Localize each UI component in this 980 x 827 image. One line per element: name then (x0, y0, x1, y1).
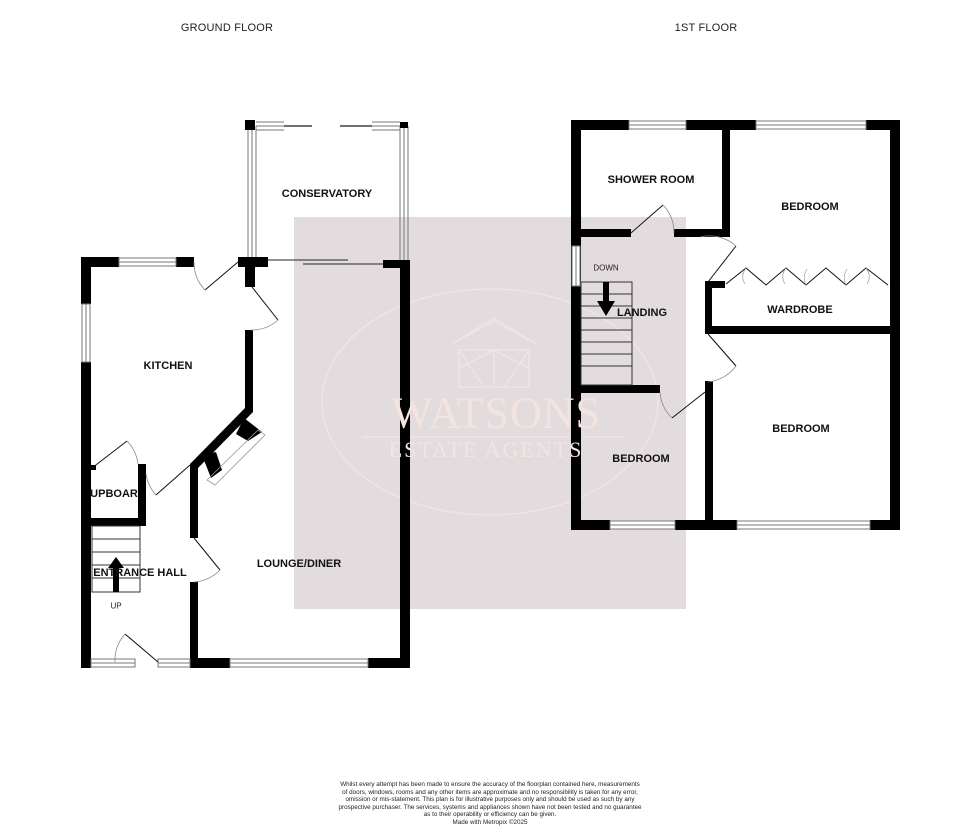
watermark-subtitle: ESTATE AGENTS (388, 437, 584, 462)
stairs-up-label: UP (110, 601, 122, 611)
room-label-kitchen: KITCHEN (143, 360, 193, 372)
ground-floor-plan (81, 120, 410, 668)
room-label-bedroom-3: BEDROOM (612, 453, 670, 465)
room-label-lounge-diner: LOUNGE/DINER (256, 558, 342, 570)
metropix-credit: Made with Metropix ©2025 (452, 818, 528, 826)
watermark-brand: WATSONS (391, 388, 601, 438)
stairs-up-arrow-icon (108, 557, 124, 592)
room-label-bedroom-2: BEDROOM (772, 423, 830, 435)
first-floor-stairs (580, 281, 633, 386)
room-label-landing: LANDING (616, 307, 668, 319)
room-label-entrance-hall: ENTRANCE HALL (93, 567, 187, 579)
stairs-down-label: DOWN (593, 263, 619, 273)
disclaimer-line: of doors, windows, rooms and any other i… (342, 788, 638, 796)
ground-floor-title: GROUND FLOOR (180, 22, 274, 34)
disclaimer: Whilst every attempt has been made to en… (290, 781, 690, 827)
disclaimer-line: Whilst every attempt has been made to en… (340, 781, 640, 788)
room-label-shower-room: SHOWER ROOM (607, 174, 695, 186)
room-label-wardrobe: WARDROBE (767, 304, 833, 316)
room-label-bedroom-1: BEDROOM (781, 201, 839, 213)
first-floor-title: 1ST FLOOR (674, 22, 738, 34)
house-outline-icon (449, 317, 539, 388)
disclaimer-line: omission or mis-statement. This plan is … (345, 796, 635, 804)
disclaimer-line: as to their operability or efficiency ca… (423, 811, 557, 819)
disclaimer-line: prospective purchaser. The services, sys… (338, 803, 642, 811)
first-floor-plan (571, 120, 900, 530)
stairs-down-arrow-icon (597, 282, 615, 316)
room-label-conservatory: CONSERVATORY (281, 188, 373, 200)
room-label-cupboard: UPBOAR (90, 488, 138, 500)
